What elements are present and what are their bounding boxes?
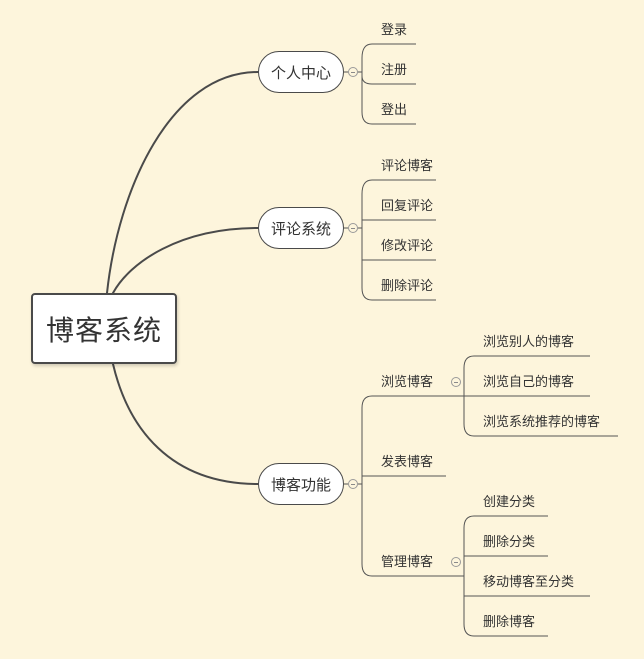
collapse-icon[interactable] (451, 557, 461, 567)
leaf-node-delete-blog[interactable]: 删除博客 (483, 615, 536, 630)
link-root-branch-3 (112, 363, 259, 485)
collapse-icon[interactable] (348, 479, 358, 489)
root-node[interactable]: 博客系统 (31, 293, 177, 364)
leaf-node-create-category[interactable]: 创建分类 (483, 495, 536, 510)
connector-sub-manage (446, 515, 590, 637)
link-root-branch-1 (106, 71, 259, 294)
leaf-node-login[interactable]: 登录 (381, 23, 408, 38)
connector-sub-browse (446, 355, 618, 437)
branch-node-comment-system[interactable]: 评论系统 (258, 207, 344, 249)
leaf-node-manage-blog[interactable]: 管理博客 (381, 555, 434, 570)
leaf-node-comment-blog[interactable]: 评论博客 (381, 159, 434, 174)
leaf-node-browse-recommended[interactable]: 浏览系统推荐的博客 (483, 415, 601, 430)
leaf-node-browse-others[interactable]: 浏览别人的博客 (483, 335, 575, 350)
leaf-node-logout[interactable]: 登出 (381, 103, 408, 118)
leaf-node-publish-blog[interactable]: 发表博客 (381, 455, 434, 470)
leaf-node-browse-blog[interactable]: 浏览博客 (381, 375, 434, 390)
leaf-node-reply-comment[interactable]: 回复评论 (381, 199, 434, 214)
leaf-node-register[interactable]: 注册 (381, 63, 408, 78)
collapse-icon[interactable] (348, 67, 358, 77)
link-root-branch-2 (112, 227, 259, 294)
leaf-node-move-to-category[interactable]: 移动博客至分类 (483, 575, 575, 590)
leaf-node-edit-comment[interactable]: 修改评论 (381, 239, 434, 254)
branch-node-personal-center[interactable]: 个人中心 (258, 51, 344, 93)
leaf-node-browse-own[interactable]: 浏览自己的博客 (483, 375, 575, 390)
collapse-icon[interactable] (348, 223, 358, 233)
leaf-node-delete-comment[interactable]: 删除评论 (381, 279, 434, 294)
branch-node-blog-functions[interactable]: 博客功能 (258, 463, 344, 505)
collapse-icon[interactable] (451, 377, 461, 387)
connector-branch-3 (344, 395, 446, 577)
leaf-node-delete-category[interactable]: 删除分类 (483, 535, 536, 550)
